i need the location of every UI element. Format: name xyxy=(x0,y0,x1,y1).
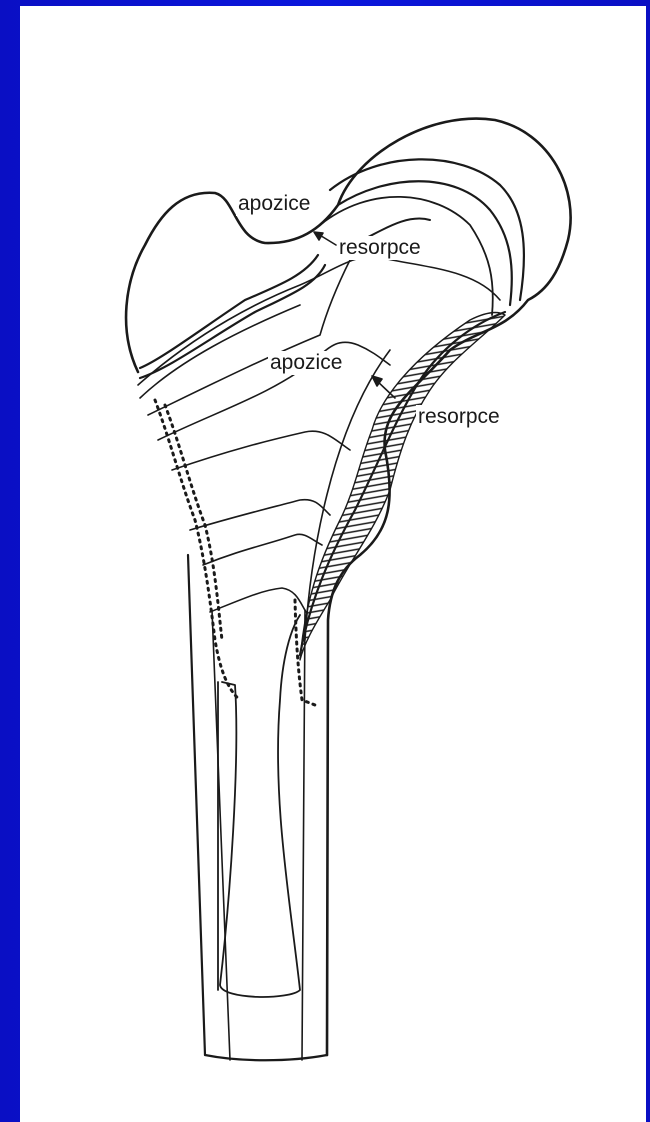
medullary-cavity xyxy=(220,615,300,997)
label-neck-apposition: apozice xyxy=(268,351,344,375)
shaft-right-inner xyxy=(302,610,305,1060)
label-neck-resorption: resorpce xyxy=(416,405,502,429)
contour-line-6 xyxy=(190,500,330,530)
head-resorption-arrowhead xyxy=(314,232,323,240)
shaft-left-outer xyxy=(188,555,205,1055)
footer-strip xyxy=(20,1108,646,1122)
contour-line-8 xyxy=(210,588,306,612)
label-head-apposition: apozice xyxy=(236,192,312,216)
shaft-base xyxy=(205,1055,327,1060)
contour-line-3 xyxy=(148,260,350,415)
contour-line-5 xyxy=(172,431,350,470)
label-head-resorption: resorpce xyxy=(337,236,423,260)
lateral-dashed-zone xyxy=(155,400,240,700)
contour-line-7 xyxy=(203,534,322,565)
